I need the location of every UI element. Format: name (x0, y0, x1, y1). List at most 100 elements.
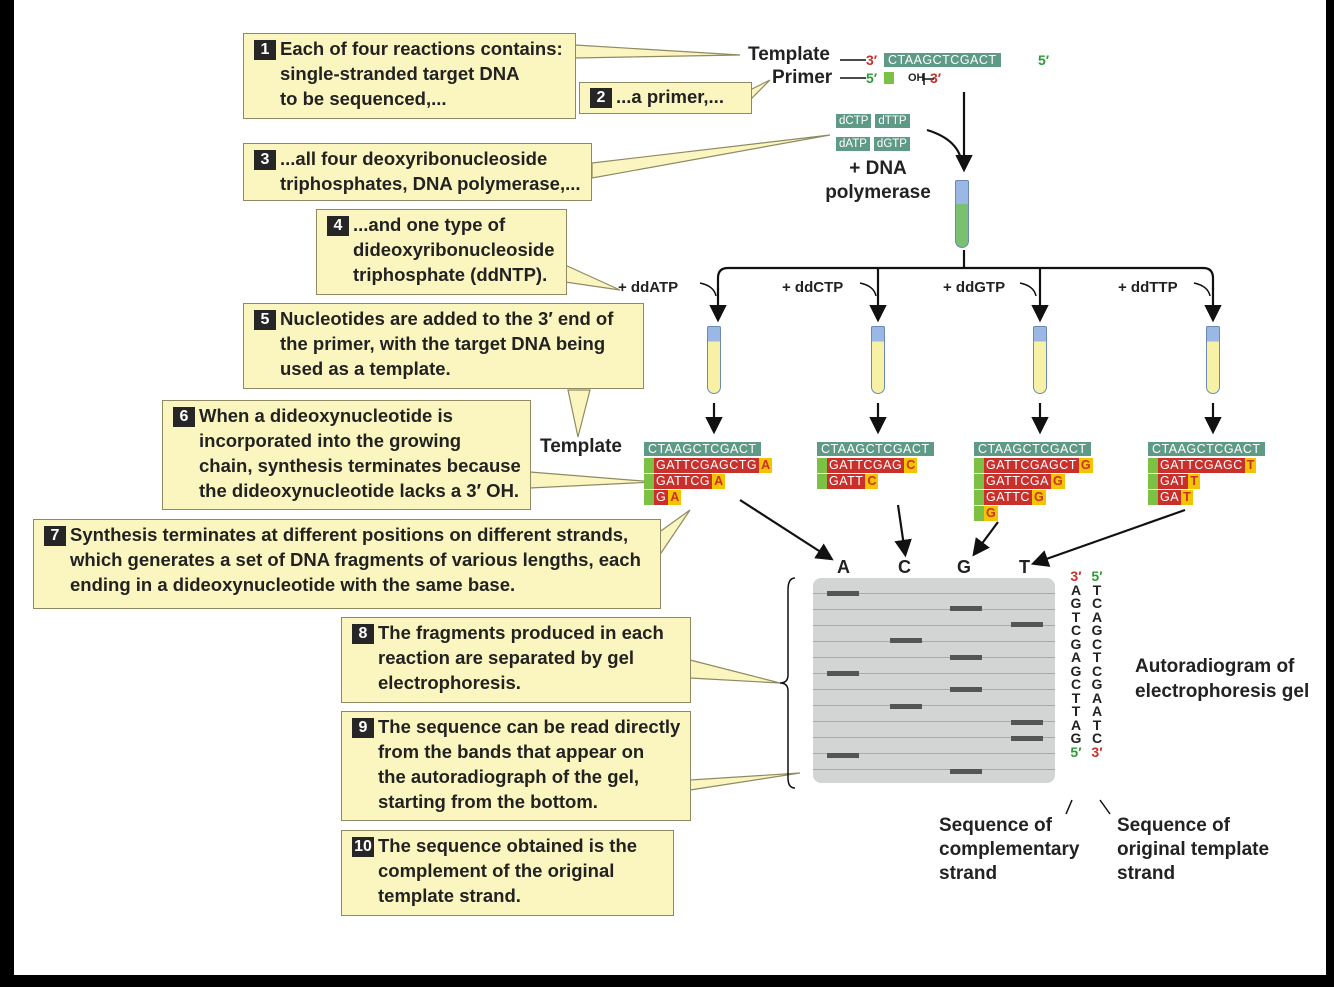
sequence-base: G (1070, 730, 1082, 746)
reaction-template-seq: CTAAGCTCGACT (644, 442, 761, 456)
label-leader-lines (840, 59, 866, 79)
gel-band (950, 606, 982, 611)
dideoxy-terminator: T (1244, 458, 1257, 473)
strand-end-label: 3′ (1070, 568, 1082, 584)
dideoxy-terminator: G (1031, 490, 1046, 505)
ddgtp-label: + ddGTP (943, 279, 1006, 296)
sequence-base: T (1071, 703, 1081, 719)
step-text-line: reaction are separated by gel (378, 647, 635, 668)
fragment-seq: GATT (827, 474, 866, 489)
step-text-line: Nucleotides are added to the 3′ end of (280, 308, 614, 329)
step-number-badge: 8 (352, 624, 374, 644)
ntp-dgtp: dGTP (873, 137, 910, 151)
pointer-step-9 (689, 772, 801, 791)
sequence-base: A (1091, 689, 1103, 706)
primer-block (1148, 458, 1158, 473)
template-label: Template (748, 44, 831, 65)
step-text-line: to be sequenced,... (280, 88, 447, 109)
fragment-seq: GATTCGAGCTG (654, 458, 760, 473)
pointer-step-1 (574, 44, 741, 59)
sequence-base: G (1091, 622, 1103, 638)
template-row-label: Template (540, 436, 623, 457)
gel-band (827, 671, 859, 676)
gel-band (827, 753, 859, 758)
ntp-datp: dATP (836, 137, 870, 151)
step-number-badge: 9 (352, 718, 374, 738)
primer-block (1148, 490, 1158, 505)
reaction-tube-a (707, 326, 721, 394)
sequence-base: G (1070, 662, 1082, 679)
sequence-base: C (1070, 676, 1082, 692)
reaction-template-seq: CTAAGCTCGACT (1148, 442, 1265, 456)
ntp-row-1: dCTP dTTP (836, 114, 910, 128)
ddatp-label: + ddATP (618, 279, 679, 296)
sequence-base: C (1070, 622, 1082, 638)
top-template-seq: CTAAGCTCGACT (884, 53, 1001, 67)
dideoxy-terminator: A (759, 458, 773, 473)
gel-band (890, 704, 922, 709)
primer-block (974, 458, 984, 473)
primer-block (974, 474, 984, 489)
sequence-base: A (1091, 608, 1103, 625)
step-text-line: which generates a set of DNA fragments o… (70, 549, 641, 570)
step-number-badge: 6 (173, 407, 195, 427)
step-number-badge: 10 (352, 837, 374, 857)
reaction-tube-t (1206, 326, 1220, 394)
dna-fragment: G (974, 506, 1093, 521)
dideoxy-terminator: A (668, 490, 682, 505)
step-number-badge: 5 (254, 310, 276, 330)
primer-block (974, 506, 984, 521)
primer-oh: OH (908, 72, 925, 84)
fragment-seq: GATTCGAG (827, 458, 905, 473)
sequence-base: C (1091, 595, 1103, 611)
gel-band (1011, 720, 1043, 725)
primer-block (1148, 474, 1158, 489)
template-5prime: 5′ (1038, 52, 1050, 68)
ddctp-label: + ddCTP (782, 279, 844, 296)
dideoxy-terminator: G (1078, 458, 1093, 473)
reaction-tube-c (871, 326, 885, 394)
dideoxy-terminator: A (712, 474, 726, 489)
step-text-line: complement of the original (378, 860, 615, 881)
step-text-line: chain, synthesis terminates because (199, 455, 521, 476)
sequence-base: A (1070, 716, 1082, 733)
master-mix-tube (955, 180, 969, 248)
reaction-tube-g (1033, 326, 1047, 394)
fragment-seq: GATTCGAGCT (984, 458, 1079, 473)
step-text-line: incorporated into the growing (199, 430, 462, 451)
sequence-base: T (1071, 608, 1081, 625)
sequence-base: A (1091, 703, 1103, 719)
step-text-line: The fragments produced in each (378, 622, 664, 643)
gel-band (890, 638, 922, 643)
strand-end-label: 5′ (1070, 743, 1082, 760)
primer-block (974, 490, 984, 505)
strand-end-label: 5′ (1091, 568, 1103, 584)
caption-original-strand: Sequence of original template strand (1117, 815, 1270, 884)
reaction-template-seq: CTAAGCTCGACT (817, 442, 934, 456)
step-text-line: The sequence obtained is the (378, 835, 638, 856)
primer-block (644, 490, 654, 505)
step-text-line: from the bands that appear on (378, 741, 645, 762)
fragment-seq: GATTCGAGC (1158, 458, 1245, 473)
top-template-strand: CTAAGCTCGACT (884, 53, 1001, 68)
polymerase-label: + DNA polymerase (825, 158, 931, 203)
step-text-line: Each of four reactions contains: (280, 38, 563, 59)
step-text-line: The sequence can be read directly (378, 716, 681, 737)
dideoxy-terminator: G (1051, 474, 1065, 489)
strand-end-label: 3′ (1091, 743, 1103, 760)
step-text-line: the dideoxynucleotide lacks a 3′ OH. (199, 480, 520, 501)
dideoxy-terminator: G (984, 506, 998, 521)
gel-band (950, 769, 982, 774)
sequence-base: T (1092, 716, 1102, 733)
